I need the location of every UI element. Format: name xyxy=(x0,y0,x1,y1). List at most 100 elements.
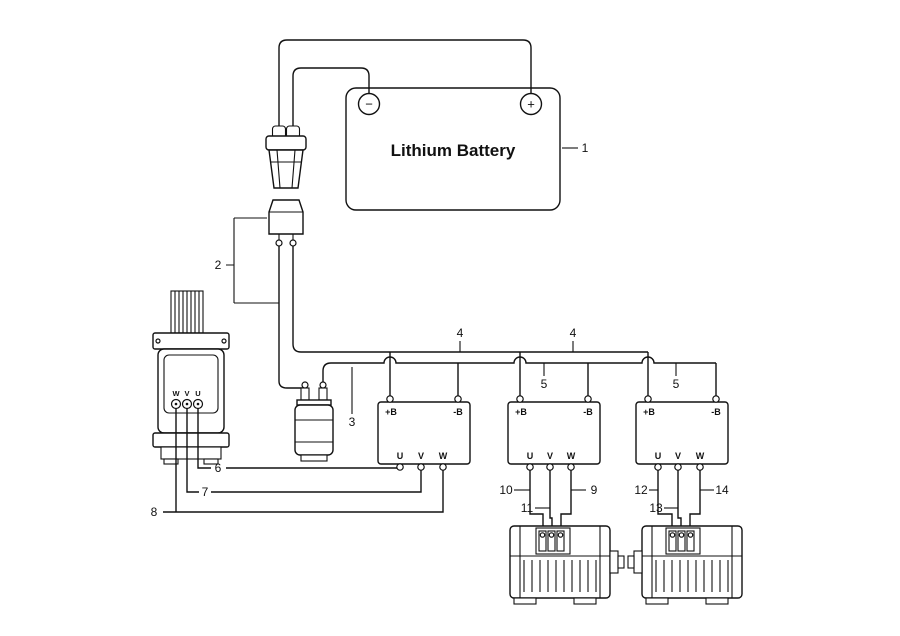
battery-negative-terminal xyxy=(357,92,381,116)
motor-2-post-v xyxy=(677,530,686,552)
callout-5a: 5 xyxy=(541,363,548,391)
left-device-bolt-right xyxy=(221,338,227,344)
motor-2-post-w-pin xyxy=(687,532,694,538)
controller-1-pos-label: +B xyxy=(385,407,397,417)
controller-3-pos-label: +B xyxy=(643,407,655,417)
callout-1: 1 xyxy=(562,141,589,155)
relay-stem-right xyxy=(318,387,328,401)
left-device-foot-left xyxy=(163,458,179,465)
motor-2 xyxy=(627,525,743,605)
connector-upper-detail xyxy=(271,149,301,189)
wire-6 xyxy=(197,408,397,469)
wire-negative-bus xyxy=(322,356,716,384)
wire-motor2-u xyxy=(657,470,673,529)
motor-1-shaft xyxy=(617,555,625,569)
callout-4a-label: 4 xyxy=(457,326,464,340)
motor-2-caps xyxy=(642,526,742,598)
harness-wires xyxy=(278,246,717,396)
motor-2-fins xyxy=(655,560,729,592)
battery-minus-symbol: − xyxy=(365,97,373,112)
controller-3-body xyxy=(635,401,729,465)
motor-1-fins xyxy=(523,560,597,592)
relay-contactor xyxy=(294,381,334,462)
motor-2-foot-right xyxy=(705,597,729,605)
connector-lower-body xyxy=(268,199,304,235)
motor-1-post-v-pin xyxy=(548,532,555,538)
wire-motor1-u xyxy=(529,470,544,529)
relay-pin-right xyxy=(319,381,327,389)
lithium-battery: − + Lithium Battery xyxy=(278,39,561,211)
motor-1-wires: 10 9 11 xyxy=(499,470,598,529)
callout-8-label: 8 xyxy=(151,505,158,519)
controller-2-u-terminal xyxy=(526,463,534,471)
callout-4b-label: 4 xyxy=(570,326,577,340)
controller-2-neg-terminal xyxy=(584,395,592,403)
motor-1-foot-left xyxy=(513,597,537,605)
callout-12-label: 12 xyxy=(634,483,648,497)
controller-1-u-terminal xyxy=(396,463,404,471)
battery-plus-symbol: + xyxy=(527,97,535,112)
motor-1-post-w xyxy=(556,530,565,552)
callout-9-label: 9 xyxy=(591,483,598,497)
controller-3-v-terminal xyxy=(674,463,682,471)
connector-pin-left xyxy=(275,239,283,247)
callout-4a: 4 xyxy=(457,326,464,352)
controller-1-phase-u: U xyxy=(397,451,404,461)
left-device-flange xyxy=(152,432,230,448)
controller-1-w-terminal xyxy=(439,463,447,471)
controller-3-phase-w: W xyxy=(696,451,705,461)
connector-upper-cap xyxy=(265,135,307,151)
motor-2-post-u xyxy=(668,530,677,552)
left-device-terminal-w-dot xyxy=(174,402,178,406)
motor-2-post-w xyxy=(686,530,695,552)
motor-1-foot-right xyxy=(573,597,597,605)
controller-1-body xyxy=(377,401,471,465)
relay-pin-left xyxy=(301,381,309,389)
controller-2-phase-v: V xyxy=(547,451,553,461)
wire-motor2-v xyxy=(677,470,682,529)
callout-11-label: 11 xyxy=(521,501,534,515)
callout-5a-label: 5 xyxy=(541,377,548,391)
motor-1-post-u xyxy=(538,530,547,552)
controller-3-neg-terminal xyxy=(712,395,720,403)
left-device: W V U xyxy=(152,290,230,465)
connector-pin-right xyxy=(289,239,297,247)
phase-wires-left: 6 7 8 xyxy=(151,408,444,519)
callout-2-bracket xyxy=(226,217,279,304)
controller-2-phase-w: W xyxy=(567,451,576,461)
motor-1 xyxy=(509,525,625,605)
motor-1-shaft-hub xyxy=(609,550,619,574)
left-device-panel xyxy=(163,354,219,414)
power-connector xyxy=(265,125,307,247)
wire-7 xyxy=(186,408,422,493)
callout-14-label: 14 xyxy=(715,483,729,497)
controller-2: +B -B U V W xyxy=(507,395,601,471)
relay-body xyxy=(294,404,334,456)
wire-battery-positive xyxy=(278,39,532,128)
wire-motor1-w xyxy=(560,470,572,529)
motor-2-wires: 12 14 13 xyxy=(634,470,729,529)
motor-2-shaft xyxy=(627,555,635,569)
callout-10-label: 10 xyxy=(499,483,513,497)
wire-negative-drops xyxy=(457,363,717,396)
motor-2-shaft-hub xyxy=(633,550,643,574)
callout-13-label: 13 xyxy=(649,501,663,515)
motor-1-caps xyxy=(510,526,610,598)
controller-3-phase-u: U xyxy=(655,451,662,461)
callout-4b: 4 xyxy=(570,326,577,352)
relay-stem-left xyxy=(300,387,310,401)
controller-3-phase-v: V xyxy=(675,451,681,461)
controller-1-neg-label: -B xyxy=(453,407,463,417)
left-device-foot-right xyxy=(203,458,219,465)
controller-2-v-terminal xyxy=(546,463,554,471)
callout-6-label: 6 xyxy=(215,461,222,475)
left-device-terminal-v-dot xyxy=(185,402,189,406)
wire-negative-to-relay xyxy=(278,246,303,389)
controller-3-pos-terminal xyxy=(644,395,652,403)
relay-base xyxy=(300,454,328,462)
wire-positive-drops xyxy=(389,352,649,396)
callout-3: 3 xyxy=(349,367,356,429)
motor-2-post-v-pin xyxy=(678,532,685,538)
